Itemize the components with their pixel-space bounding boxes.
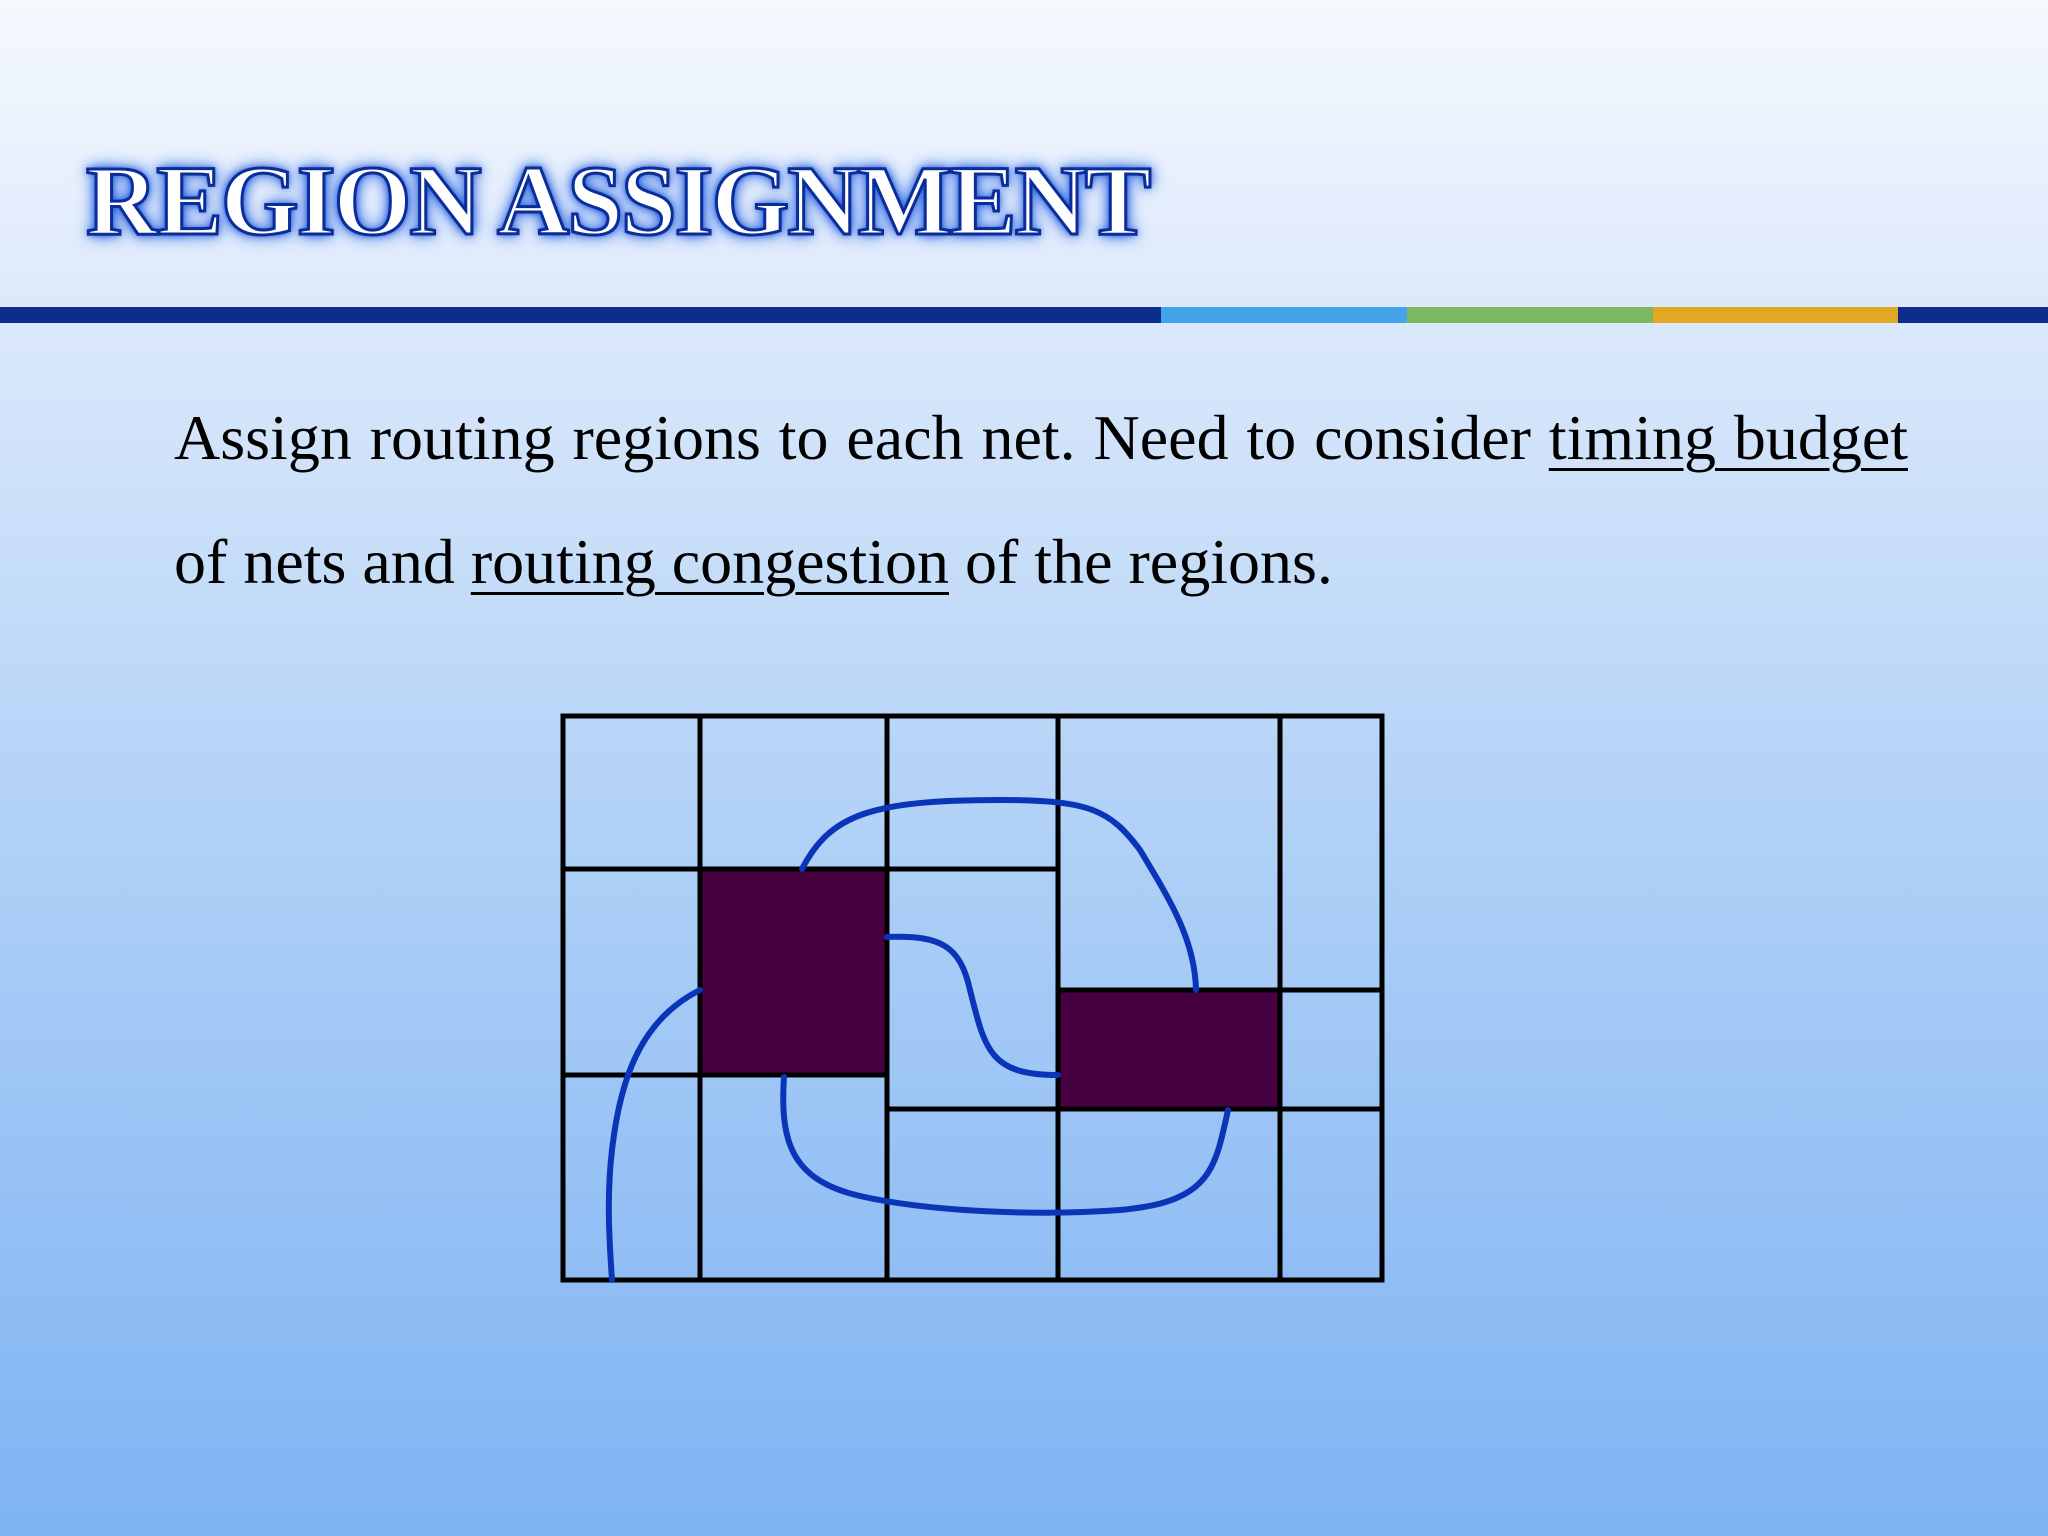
net-middle-s <box>884 933 1061 1078</box>
cell-block-left <box>697 866 890 1078</box>
timing-budget-underlined: timing budget <box>1548 402 1909 473</box>
title-rule-green <box>1407 307 1653 323</box>
body-text-3: of the regions. <box>948 526 1333 597</box>
routed-nets <box>605 796 1231 1283</box>
title-rule-dark-end <box>1898 307 2048 323</box>
cell-block-right <box>1055 987 1283 1112</box>
title-rule-dark <box>0 307 1161 323</box>
body-paragraph: Assign routing regions to each net. Need… <box>174 376 1908 624</box>
net-top-arc <box>799 796 1199 993</box>
grid-outline <box>560 713 1385 1283</box>
net-bottom-loop <box>780 1074 1231 1216</box>
body-text-1: Assign routing regions to each net. Need… <box>174 402 1549 473</box>
net-left-branch <box>605 987 703 1283</box>
routing-congestion-underlined: routing congestion <box>470 526 949 597</box>
slide-title: REGION ASSIGNMENT <box>84 144 1152 258</box>
body-text-2: of nets and <box>174 526 471 597</box>
title-rule-orange <box>1653 307 1898 323</box>
title-rule-blue <box>1161 307 1407 323</box>
